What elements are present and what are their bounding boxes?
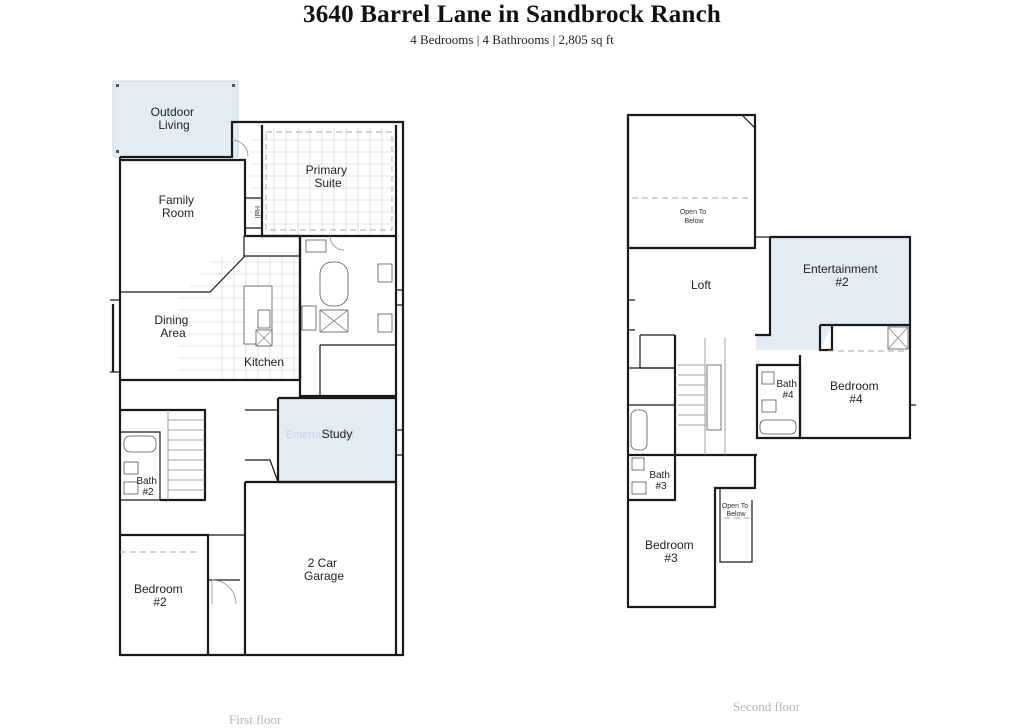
second-floor-caption: Second floor	[733, 699, 800, 714]
bath-4-walls	[755, 363, 802, 440]
entertainment-2-label: Entertainment #2	[803, 262, 881, 289]
bath-2-label: Bath #2	[136, 476, 159, 498]
bedroom-3-label: Bedroom #3	[645, 538, 697, 565]
bedroom-2-label: Bedroom #2	[134, 582, 186, 609]
patio-post	[116, 150, 119, 153]
open-to-below-top-label: Open To Below	[680, 209, 708, 225]
bathtub	[319, 261, 349, 307]
first-floor-stairs	[167, 410, 205, 500]
second-floor-labels: Open To Below Loft Entertainment #2 Bath…	[645, 209, 882, 565]
kitchen-label: Kitchen	[244, 355, 284, 369]
kitchen-tile-grid	[180, 128, 396, 380]
first-floor-caption: First floor	[229, 712, 282, 727]
study-label: Study	[322, 427, 353, 441]
bath-2-tub	[123, 435, 157, 453]
sink	[377, 313, 393, 333]
study-highlight	[278, 398, 396, 482]
bath-2-toilet	[123, 461, 139, 475]
page-title: 3640 Barrel Lane in Sandbrock Ranch	[303, 1, 721, 28]
first-floor-plan	[110, 80, 405, 657]
bedroom-4-label: Bedroom #4	[830, 379, 882, 406]
island-sink	[257, 309, 271, 329]
second-floor-plan	[626, 113, 916, 609]
second-floor-stairs	[678, 338, 726, 455]
open-to-below-top	[626, 113, 757, 250]
outdoor-living-label: Outdoor Living	[151, 105, 198, 132]
bath-3-sink	[631, 481, 647, 495]
bath-4-toilet	[761, 371, 775, 385]
bath-4-label: Bath #4	[776, 379, 799, 401]
page-subtitle: 4 Bedrooms | 4 Bathrooms | 2,805 sq ft	[410, 32, 614, 47]
dining-area-label: Dining Area	[154, 313, 191, 340]
garage-label: 2 Car Garage	[304, 556, 344, 583]
stair-rail	[706, 364, 722, 431]
first-floor-labels: Outdoor Living Primary Suite Family Room…	[134, 105, 354, 609]
sink	[377, 263, 393, 283]
outdoor-living-area	[112, 80, 239, 158]
entertainment-highlight	[756, 237, 910, 350]
bath-3-toilet	[631, 457, 645, 471]
bath-2-sink	[123, 481, 139, 495]
first-floor-exterior-wall	[118, 120, 405, 657]
bath-4-tub	[759, 419, 797, 435]
family-room-label: Family Room	[159, 193, 198, 220]
patio-post	[232, 84, 235, 87]
loft-label: Loft	[691, 278, 712, 292]
bath-3-label: Bath #3	[649, 470, 672, 492]
study-ghost-label: Entertainment	[286, 429, 354, 441]
bath-4-sink	[761, 399, 777, 413]
open-to-below-stair-label: Open To Below	[722, 503, 750, 518]
toilet	[305, 239, 327, 253]
bath-3-tub	[630, 409, 648, 451]
hall-label: Hall	[253, 206, 260, 219]
primary-suite-label: Primary Suite	[306, 163, 351, 190]
range	[301, 305, 317, 331]
patio-post	[116, 84, 119, 87]
